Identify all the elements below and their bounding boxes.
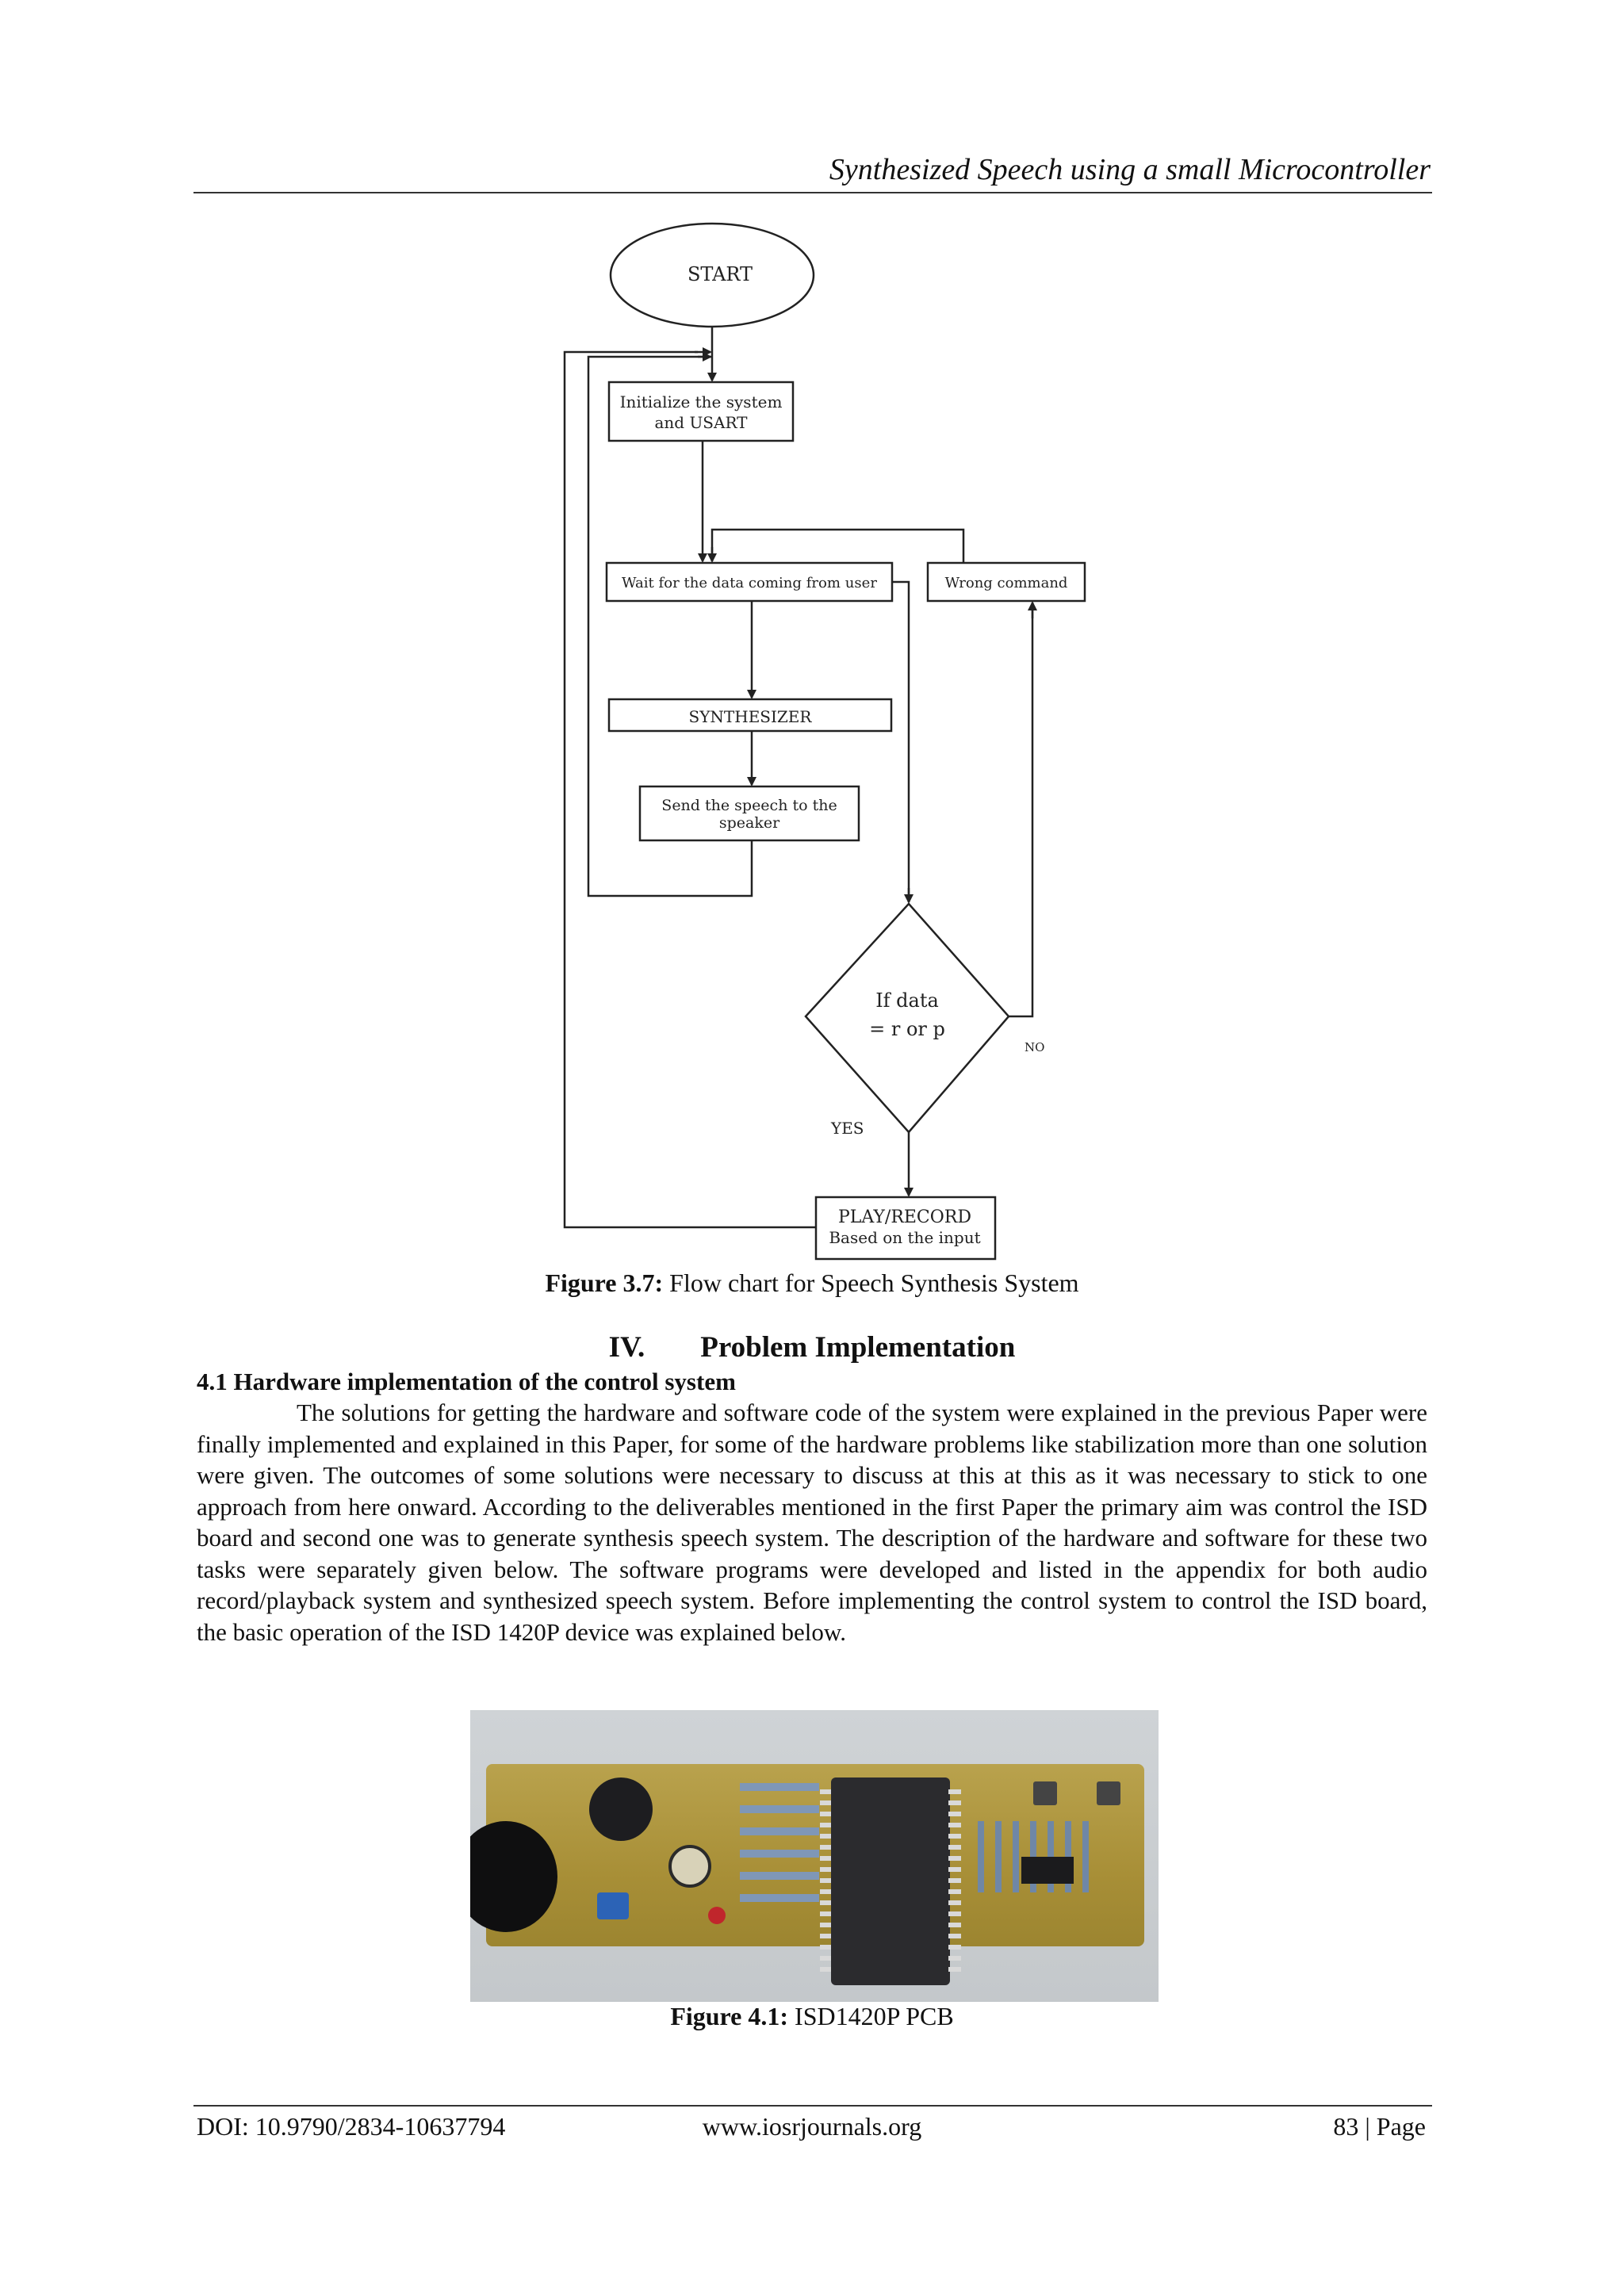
figure-label: Figure 3.7: [545,1269,664,1297]
figure-label: Figure 4.1: [670,2002,789,2030]
section-heading: IV. Problem Implementation [0,1330,1624,1364]
synthesizer-node [607,698,893,733]
decision-label-2: = r or p [869,1018,945,1040]
footer-site: www.iosrjournals.org [702,2112,922,2141]
isd-chip [831,1777,950,1985]
start-label: START [688,263,753,285]
decision-label-1: If data [875,989,939,1012]
figure-text: ISD1420P PCB [795,2002,954,2030]
footer-rule [193,2105,1432,2107]
flowchart: START Initialize the system and USART Wa… [563,222,1086,1261]
pcb-photo [470,1710,1159,2002]
resistor-bank [740,1783,819,1902]
wrong-command-node [926,561,1086,603]
speaker-knob [470,1821,557,1932]
synthesizer-label: SYNTHESIZER [689,707,813,726]
yes-label: YES [830,1119,864,1138]
no-label: NO [1025,1040,1044,1054]
section-title: Problem Implementation [700,1331,1016,1364]
figure-4-1-caption: Figure 4.1: ISD1420P PCB [0,2002,1624,2031]
footer-doi: DOI: 10.9790/2834-10637794 [197,2112,506,2141]
send-speech-node [638,785,860,842]
init-label-2: and USART [654,413,748,432]
init-node [607,381,795,442]
play-record-node [814,1196,997,1261]
electrolytic-capacitor [668,1845,711,1888]
wait-label: Wait for the data coming from user [622,575,877,591]
push-button-1 [1033,1781,1057,1805]
footer-page-number: 83 | Page [1333,2112,1426,2141]
blue-capacitor [597,1892,629,1919]
push-button-2 [1097,1781,1120,1805]
wrong-command-label: Wrong command [945,575,1068,591]
init-label-1: Initialize the system [620,392,783,411]
chip-pins-right [948,1789,961,1972]
chip-pins-left [820,1789,833,1972]
send-label-2: speaker [719,814,780,832]
section-number: IV. [608,1331,645,1364]
body-paragraph: The solutions for getting the hardware a… [197,1399,1427,1646]
microphone [589,1777,653,1841]
play-label-1: PLAY/RECORD [838,1207,971,1227]
send-label-1: Send the speech to the [661,797,837,814]
figure-text: Flow chart for Speech Synthesis System [669,1269,1079,1297]
running-header: Synthesized Speech using a small Microco… [829,153,1431,186]
red-led [708,1907,726,1924]
subsection-heading: 4.1 Hardware implementation of the contr… [197,1368,736,1395]
header-rule [193,192,1432,193]
wait-node [605,561,894,603]
play-label-2: Based on the input [829,1228,980,1247]
small-ic [1021,1857,1074,1884]
figure-3-7-caption: Figure 3.7: Flow chart for Speech Synthe… [0,1269,1624,1298]
